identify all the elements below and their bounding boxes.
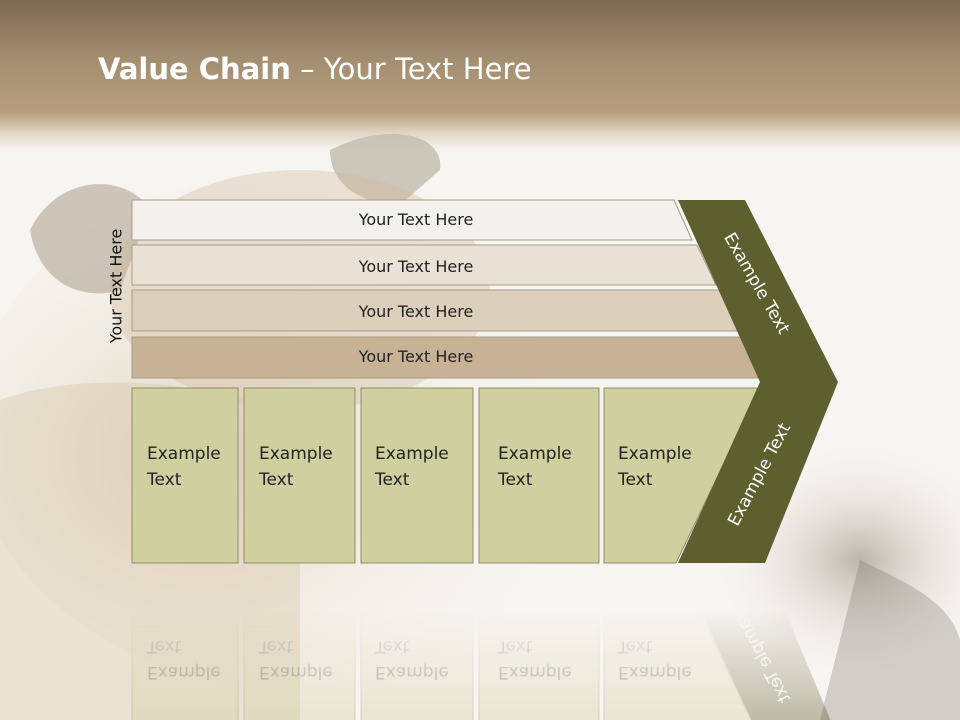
primary-box: Example Text <box>603 387 761 564</box>
primary-box-line2: Text <box>258 470 294 490</box>
reflected-box-line1: Example <box>259 662 333 682</box>
header-band <box>0 0 960 150</box>
primary-box-line2: Text <box>374 470 410 490</box>
reflected-box-line1: Example <box>147 662 221 682</box>
primary-box: Example Text <box>360 387 474 564</box>
slide-title: Value Chain – Your Text Here <box>98 52 532 86</box>
primary-box-line1: Example <box>375 444 449 464</box>
primary-box: Example Text <box>131 387 239 564</box>
support-row-label: Your Text Here <box>358 257 474 276</box>
title-bold: Value Chain <box>98 52 291 86</box>
support-row-label: Your Text Here <box>358 347 474 366</box>
primary-box-line1: Example <box>147 444 221 464</box>
primary-box-line2: Text <box>617 470 653 490</box>
chevron-shape <box>678 200 838 563</box>
primary-box-line2: Text <box>146 470 182 490</box>
reflected-box-line2: Text <box>497 636 533 656</box>
reflected-box-line2: Text <box>374 636 410 656</box>
reflected-box-line2: Text <box>258 636 294 656</box>
primary-box-line1: Example <box>259 444 333 464</box>
reflected-chevron <box>678 563 831 720</box>
primary-box-shape <box>478 387 600 564</box>
support-row: Your Text Here <box>131 336 766 379</box>
reflected-box-line1: Example <box>375 662 449 682</box>
primary-box-line1: Example <box>618 444 692 464</box>
margin-chevron: Example Text Example Text <box>678 200 838 563</box>
diagram-reflection: Example Text Example Text Example Text E… <box>131 562 831 720</box>
support-row: Your Text Here <box>131 244 717 286</box>
title-rest: – Your Text Here <box>290 52 532 86</box>
primary-box-shape <box>131 387 239 564</box>
support-row-shape <box>131 244 717 286</box>
primary-box-shape <box>243 387 356 564</box>
reflected-box <box>131 562 239 720</box>
reflected-box-line2: Text <box>146 636 182 656</box>
reflected-box <box>603 562 752 720</box>
primary-box: Example Text <box>243 387 356 564</box>
support-row: Your Text Here <box>131 199 693 241</box>
reflected-box <box>243 562 356 720</box>
reflected-box <box>478 562 600 720</box>
primary-box-shape <box>360 387 474 564</box>
primary-box-line1: Example <box>498 444 572 464</box>
support-row-label: Your Text Here <box>358 210 474 229</box>
reflected-box <box>360 562 474 720</box>
primary-box: Example Text <box>478 387 600 564</box>
reflected-box-line1: Example <box>618 662 692 682</box>
reflected-box-line2: Text <box>617 636 653 656</box>
support-row: Your Text Here <box>131 289 741 332</box>
support-row-shape <box>131 199 693 241</box>
reflected-box-line1: Example <box>498 662 572 682</box>
support-row-label: Your Text Here <box>358 302 474 321</box>
primary-box-line2: Text <box>497 470 533 490</box>
